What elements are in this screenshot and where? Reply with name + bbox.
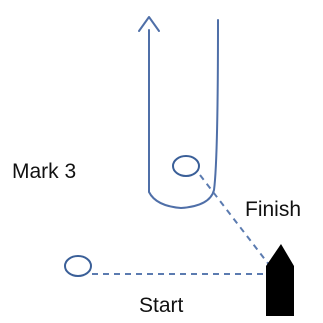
course-line bbox=[148, 19, 219, 209]
mark-3-label: Mark 3 bbox=[12, 160, 77, 183]
finish-label: Finish bbox=[245, 198, 302, 221]
committee-boat-icon bbox=[266, 244, 294, 316]
start-mark-buoy bbox=[64, 255, 92, 277]
start-label: Start bbox=[139, 294, 184, 317]
mark-3-buoy bbox=[172, 155, 200, 177]
finish-dashed-line bbox=[199, 174, 271, 267]
up-arrow-icon bbox=[138, 16, 160, 32]
